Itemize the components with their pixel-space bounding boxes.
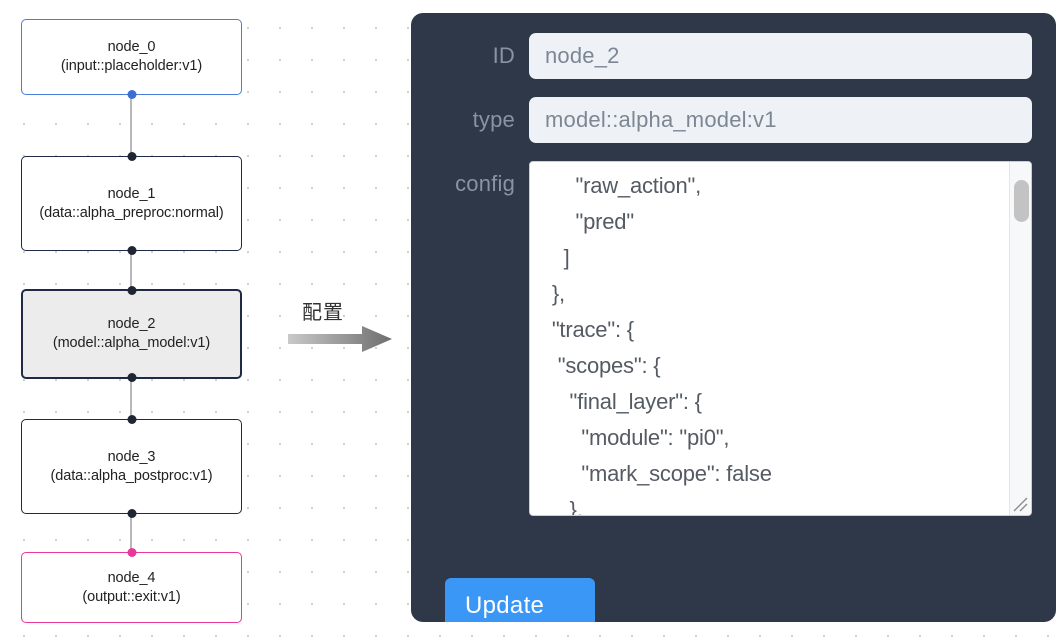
node-handle-bottom-icon[interactable]: [127, 509, 136, 518]
config-field-row: config "raw_action", "pred" ] }, "trace"…: [411, 161, 1032, 516]
flow-node-label: node_4 (output::exit:v1): [82, 569, 181, 605]
node-config-panel: ID type config "raw_action", "pred" ] },…: [411, 13, 1056, 622]
annotation-arrow-group: 配置: [288, 296, 398, 358]
config-label: config: [455, 171, 515, 196]
type-label: type: [472, 107, 515, 132]
edge-node1-node2: [130, 251, 132, 289]
type-input[interactable]: [529, 97, 1032, 143]
edge-node0-node1: [130, 95, 132, 156]
id-label: ID: [492, 43, 515, 68]
edge-node2-node3: [130, 379, 132, 419]
edge-node3-node4: [130, 514, 132, 552]
config-textarea-wrapper: "raw_action", "pred" ] }, "trace": { "sc…: [529, 161, 1032, 516]
flow-node-label: node_3 (data::alpha_postproc:v1): [50, 448, 213, 484]
node-handle-bottom-icon[interactable]: [127, 246, 136, 255]
flow-node-label: node_1 (data::alpha_preproc:normal): [39, 185, 224, 221]
node-handle-top-icon[interactable]: [127, 415, 136, 424]
id-input[interactable]: [529, 33, 1032, 79]
flow-node-label: node_2 (model::alpha_model:v1): [52, 316, 211, 351]
node-handle-bottom-icon[interactable]: [127, 90, 136, 99]
id-field-row: ID: [411, 33, 1032, 79]
node-handle-top-icon[interactable]: [127, 152, 136, 161]
node-handle-top-icon[interactable]: [127, 548, 136, 557]
config-textarea[interactable]: "raw_action", "pred" ] }, "trace": { "sc…: [529, 161, 1032, 516]
config-scrollbar-thumb[interactable]: [1014, 180, 1029, 222]
node-handle-bottom-icon[interactable]: [127, 373, 136, 382]
node-handle-top-icon[interactable]: [127, 286, 136, 295]
flow-node-node_1[interactable]: node_1 (data::alpha_preproc:normal): [21, 152, 242, 255]
type-field-row: type: [411, 97, 1032, 143]
flow-node-node_3[interactable]: node_3 (data::alpha_postproc:v1): [21, 415, 242, 518]
flow-node-node_4[interactable]: node_4 (output::exit:v1): [21, 548, 242, 623]
flow-node-label: node_0 (input::placeholder:v1): [60, 39, 203, 74]
resize-handle-icon[interactable]: [1010, 494, 1030, 514]
right-arrow-icon: [288, 326, 392, 352]
annotation-label: 配置: [302, 300, 344, 324]
flow-node-node_2[interactable]: node_2 (model::alpha_model:v1): [21, 286, 242, 382]
config-scrollbar[interactable]: [1009, 162, 1031, 515]
flow-node-node_0[interactable]: node_0 (input::placeholder:v1): [21, 19, 242, 99]
update-button[interactable]: Update: [445, 578, 595, 622]
